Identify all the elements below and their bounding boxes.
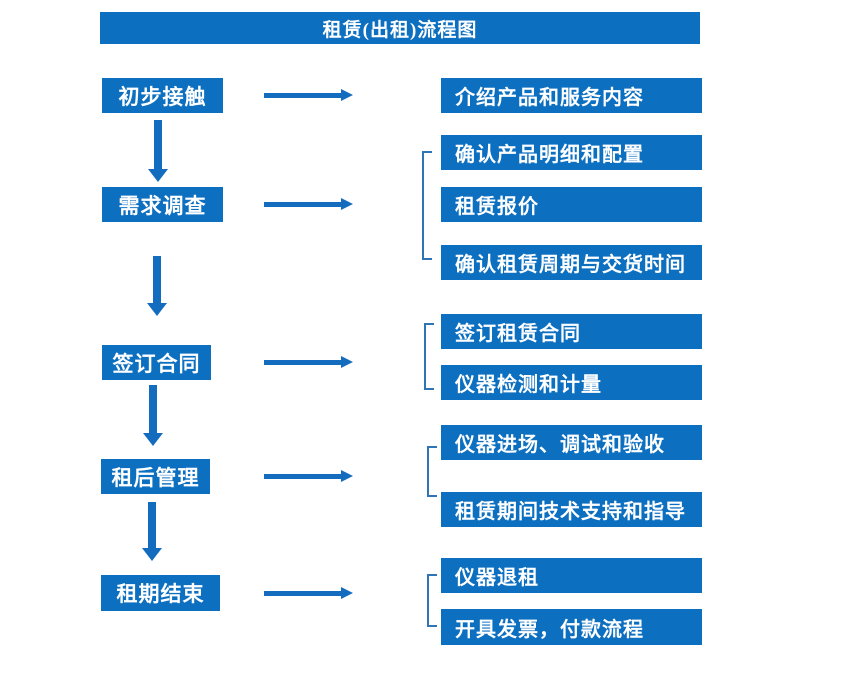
detail-box-sign-rental-contract: 签订租赁合同 <box>441 314 702 349</box>
detail-box-instrument-inspection-metering: 仪器检测和计量 <box>441 365 702 400</box>
detail-box-rental-tech-support-guidance: 租赁期间技术支持和指导 <box>441 492 702 527</box>
detail-box-invoice-payment-process: 开具发票，付款流程 <box>441 609 702 645</box>
arrow-down-icon <box>143 385 163 446</box>
detail-box-rental-quote: 租赁报价 <box>441 187 702 222</box>
arrow-right-icon <box>264 470 353 483</box>
step-box-post-rental-management: 租后管理 <box>101 459 210 494</box>
step-box-demand-survey: 需求调查 <box>102 187 223 222</box>
step-box-initial-contact: 初步接触 <box>102 78 223 113</box>
bracket-icon <box>427 574 437 627</box>
bracket-icon <box>422 151 432 260</box>
bracket-icon <box>424 323 434 390</box>
arrow-right-icon <box>264 89 353 102</box>
arrow-down-icon <box>142 502 162 561</box>
flowchart-title: 租赁(出租)流程图 <box>100 12 700 44</box>
arrow-right-icon <box>264 587 353 600</box>
detail-box-introduce-products-services: 介绍产品和服务内容 <box>441 78 702 113</box>
arrow-right-icon <box>264 198 353 211</box>
detail-box-confirm-rental-period-delivery: 确认租赁周期与交货时间 <box>441 245 702 280</box>
step-box-rental-end: 租期结束 <box>101 575 220 611</box>
detail-box-confirm-product-details-config: 确认产品明细和配置 <box>441 135 702 170</box>
bracket-icon <box>427 446 437 497</box>
arrow-down-icon <box>148 120 168 182</box>
arrow-right-icon <box>264 356 353 369</box>
arrow-down-icon <box>147 256 167 316</box>
step-box-sign-contract: 签订合同 <box>102 345 211 380</box>
detail-box-instrument-return: 仪器退租 <box>441 558 702 593</box>
detail-box-instrument-entry-debug-acceptance: 仪器进场、调试和验收 <box>441 425 702 460</box>
